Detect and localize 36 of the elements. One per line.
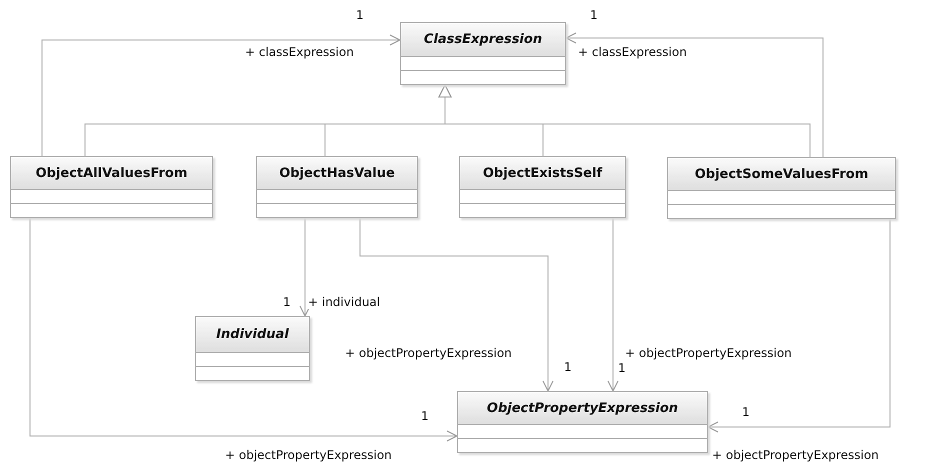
class-box	[459, 156, 626, 218]
role-label: + objectPropertyExpression	[345, 346, 512, 360]
association-arrow	[30, 218, 458, 442]
role-label: + classExpression	[578, 45, 687, 59]
class-name: ObjectExistsSelf	[482, 166, 602, 180]
role-label: + objectPropertyExpression	[225, 448, 392, 462]
role-label: + classExpression	[245, 45, 354, 59]
class-box	[195, 316, 310, 381]
multiplicity-label: 1	[742, 405, 750, 419]
multiplicity-label: 1	[590, 8, 598, 22]
class-name: ObjectHasValue	[279, 166, 395, 180]
association-arrow	[566, 32, 824, 158]
multiplicity-label: 1	[356, 8, 364, 22]
class-name: ClassExpression	[424, 32, 542, 47]
class-name: Individual	[216, 327, 289, 342]
multiplicity-label: 1	[283, 295, 291, 309]
multiplicity-label: 1	[421, 409, 429, 423]
multiplicity-label: 1	[618, 361, 626, 375]
association-arrow	[360, 218, 554, 392]
class-box	[10, 156, 213, 218]
multiplicity-label: 1	[564, 360, 572, 374]
association-arrow	[42, 34, 400, 156]
generalization-arrow	[438, 84, 810, 158]
class-name: ObjectSomeValuesFrom	[694, 166, 868, 182]
class-box	[400, 22, 566, 85]
class-name: ObjectAllValuesFrom	[36, 166, 188, 180]
association-arrow	[608, 218, 618, 392]
role-label: + objectPropertyExpression	[625, 346, 792, 360]
class-box	[256, 156, 418, 218]
role-label: + objectPropertyExpression	[712, 448, 879, 462]
class-box	[667, 157, 896, 219]
class-box	[457, 391, 708, 453]
role-label: + individual	[308, 295, 380, 309]
class-name: ObjectPropertyExpression	[486, 400, 678, 416]
association-arrow	[708, 218, 890, 432]
association-arrow	[300, 218, 310, 316]
